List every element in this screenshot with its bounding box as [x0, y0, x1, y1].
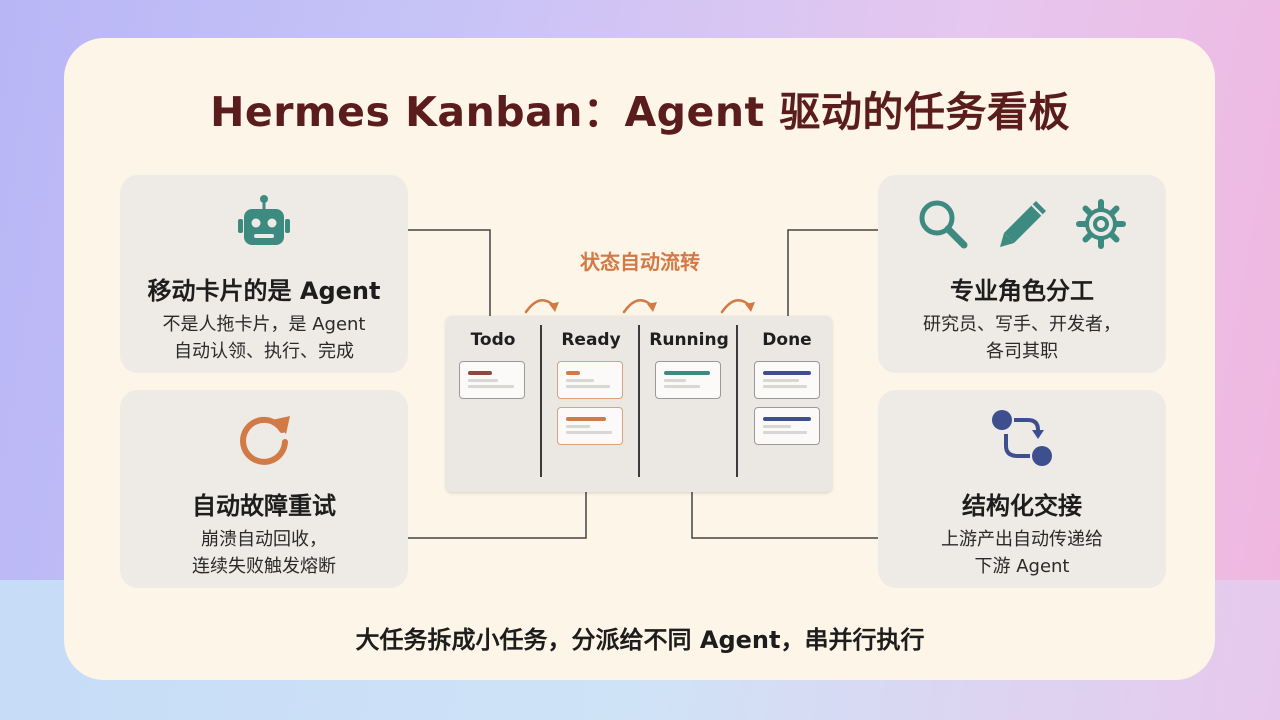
gear-icon: [1076, 199, 1126, 249]
connector-bottom-right: [691, 490, 878, 539]
panel-role-division: 专业角色分工 研究员、写手、开发者， 各司其职: [878, 175, 1166, 373]
task-card: [557, 361, 623, 399]
column-divider: [736, 325, 738, 477]
flow-arrow-icon: [524, 299, 559, 314]
column-todo: Todo: [450, 318, 536, 488]
column-ready: Ready: [548, 318, 634, 488]
panel-desc-line2: 各司其职: [986, 341, 1058, 362]
panel-title: 专业角色分工: [950, 277, 1094, 305]
panel-desc-line2: 自动认领、执行、完成: [174, 341, 354, 362]
panel-desc-line2: 连续失败触发熔断: [192, 556, 336, 577]
search-icon: [919, 200, 968, 249]
footer-caption: 大任务拆成小任务，分派给不同 Agent，串并行执行: [355, 626, 925, 654]
column-header: Ready: [561, 330, 621, 350]
column-done: Done: [744, 318, 830, 488]
panel-desc-line1: 上游产出自动传递给: [941, 529, 1103, 550]
task-card: [459, 361, 525, 399]
robot-icon: [238, 195, 290, 245]
panel-title: 自动故障重试: [192, 492, 336, 520]
task-card: [754, 407, 820, 445]
flow-label: 状态自动流转: [580, 250, 700, 274]
column-running: Running: [646, 318, 732, 488]
task-card: [655, 361, 721, 399]
column-divider: [638, 325, 640, 477]
task-card: [754, 361, 820, 399]
connector-top-left: [408, 229, 491, 318]
connector-top-right: [787, 229, 878, 318]
column-header: Todo: [470, 330, 516, 350]
task-card: [557, 407, 623, 445]
column-divider: [540, 325, 542, 477]
handoff-icon: [992, 410, 1052, 466]
panel-desc-line1: 崩溃自动回收，: [201, 529, 327, 550]
panel-auto-retry: 自动故障重试 崩溃自动回收， 连续失败触发熔断: [120, 390, 408, 588]
panel-title: 结构化交接: [962, 492, 1082, 520]
panel-desc-line1: 研究员、写手、开发者，: [923, 314, 1121, 335]
pencil-icon: [1000, 201, 1046, 247]
flow-arrow-icon: [720, 299, 755, 314]
page-title: Hermes Kanban：Agent 驱动的任务看板: [210, 88, 1070, 136]
column-header: Running: [649, 330, 729, 350]
flow-arrow-icon: [622, 299, 657, 314]
panel-desc-line2: 下游 Agent: [974, 556, 1070, 577]
panel-desc-line1: 不是人拖卡片，是 Agent: [162, 314, 366, 335]
connector-bottom-left: [408, 490, 587, 539]
column-header: Done: [762, 330, 812, 350]
panel-title: 移动卡片的是 Agent: [147, 277, 381, 305]
panel-agent-moves-cards: 移动卡片的是 Agent 不是人拖卡片，是 Agent 自动认领、执行、完成: [120, 175, 408, 373]
refresh-icon: [240, 416, 290, 465]
panel-structured-handoff: 结构化交接 上游产出自动传递给 下游 Agent: [878, 390, 1166, 588]
